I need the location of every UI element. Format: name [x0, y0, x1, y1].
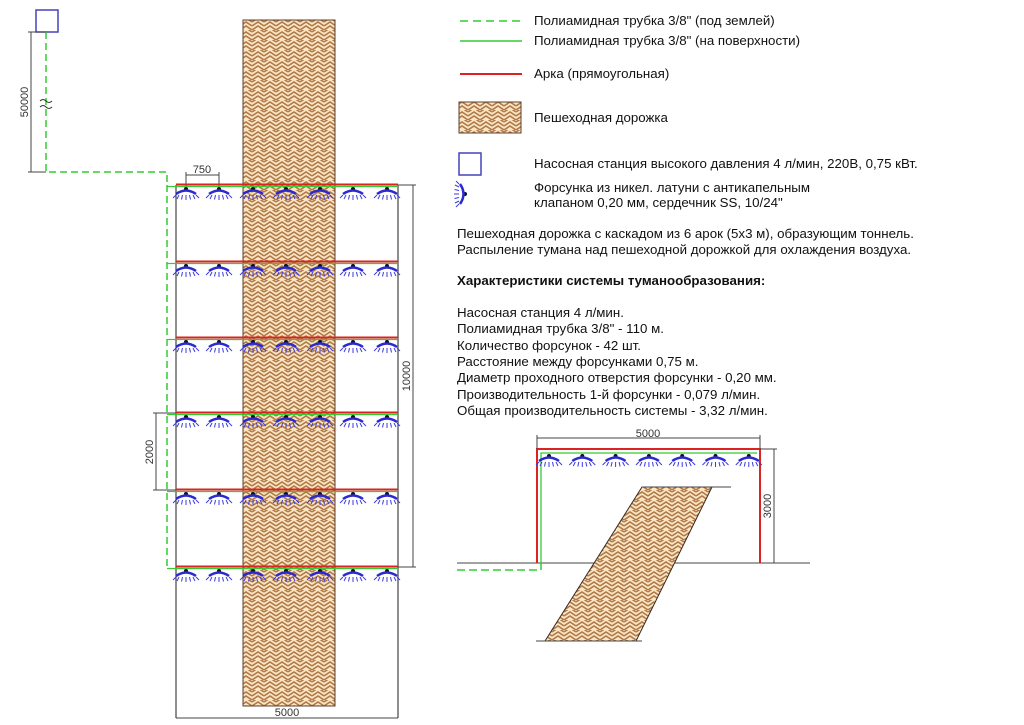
nozzle-icon [171, 185, 201, 202]
spec-line: Полиамидная трубка 3/8" - 110 м. [457, 321, 664, 337]
nozzle-icon [338, 413, 368, 430]
nozzle-icon [372, 567, 402, 584]
legend-nozzle-icon [452, 179, 469, 209]
arch-plan [167, 488, 402, 507]
nozzle-icon [204, 338, 234, 355]
legend-pump-icon [458, 152, 482, 176]
dim-total-length: 10000 [401, 361, 413, 392]
plan-view: 50000 750 2000 10000 5000 [19, 9, 416, 719]
walkway-section [544, 486, 713, 642]
dim-section-width: 5000 [636, 428, 660, 440]
legend-arch-label: Арка (прямоугольная) [534, 66, 670, 81]
dim-arch-spacing: 2000 [144, 440, 156, 464]
arch-plan [167, 336, 402, 355]
legend-nozzle-label-2: клапаном 0,20 мм, сердечник SS, 10/24" [534, 195, 783, 210]
nozzle-icon [372, 185, 402, 202]
walkway-plan [242, 19, 336, 707]
nozzle-icon [372, 490, 402, 507]
dim-nozzle-spacing: 750 [193, 164, 211, 176]
pump-station [35, 9, 59, 33]
nozzle-icon [171, 490, 201, 507]
nozzle-icon [534, 452, 564, 469]
dim-supply-length: 50000 [19, 87, 31, 118]
arch-section [536, 448, 761, 563]
nozzle-icon [634, 452, 664, 469]
spec-line: Расстояние между форсунками 0,75 м. [457, 353, 699, 369]
nozzle-icon [701, 452, 730, 469]
nozzle-icon [204, 262, 234, 279]
legend-nozzle-label-1: Форсунка из никел. латуни с антикапельны… [534, 180, 810, 195]
nozzle-icon [568, 452, 597, 469]
spec-line: Общая производительность системы - 3,32 … [457, 402, 768, 418]
nozzle-icon [372, 262, 402, 279]
dim-section-height: 3000 [762, 494, 774, 518]
legend-tube-surface-label: Полиамидная трубка 3/8" (на поверхности) [534, 33, 801, 48]
legend-pump-label: Насосная станция высокого давления 4 л/м… [534, 156, 918, 171]
spec-line: Насосная станция 4 л/мин. [457, 305, 624, 320]
description-line-1: Пешеходная дорожка с каскадом из 6 арок … [457, 226, 914, 241]
nozzle-icon [338, 490, 368, 507]
legend-walkway-label: Пешеходная дорожка [534, 110, 668, 125]
spec-line: Количество форсунок - 42 шт. [457, 337, 641, 353]
nozzle-icon [204, 185, 234, 202]
plan-arches [167, 183, 402, 584]
nozzle-icon [734, 452, 764, 469]
nozzle-icon [204, 567, 234, 584]
arch-plan [167, 260, 402, 279]
arch-plan [167, 565, 402, 584]
section-view: 5000 3000 [457, 428, 810, 642]
nozzle-icon [171, 413, 201, 430]
nozzle-icon [204, 413, 234, 430]
arch-plan [167, 411, 402, 430]
legend-symbols [452, 20, 522, 209]
arch-plan [167, 183, 402, 202]
legend-walkway-icon [458, 101, 522, 134]
specs-title: Характеристики системы туманообразования… [457, 273, 766, 288]
nozzle-icon [338, 262, 368, 279]
nozzle-icon [171, 567, 201, 584]
nozzle-icon [171, 262, 201, 279]
nozzle-icon [338, 185, 368, 202]
legend-tube-underground-label: Полиамидная трубка 3/8" (под землей) [534, 13, 775, 28]
nozzle-icon [338, 338, 368, 355]
supply-tube-underground [45, 32, 168, 185]
description-line-2: Распыление тумана над пешеходной дорожко… [457, 242, 912, 257]
spec-line: Производительность 1-й форсунки - 0,079 … [457, 386, 761, 402]
nozzle-icon [171, 338, 201, 355]
nozzle-icon [338, 567, 368, 584]
spec-line: Диаметр проходного отверстия форсунки - … [457, 370, 777, 386]
nozzle-icon [372, 338, 402, 355]
nozzle-icon [372, 413, 402, 430]
nozzle-icon [601, 452, 630, 469]
dim-plan-width: 5000 [275, 707, 299, 719]
nozzle-icon [667, 452, 697, 469]
nozzle-icon [204, 490, 234, 507]
